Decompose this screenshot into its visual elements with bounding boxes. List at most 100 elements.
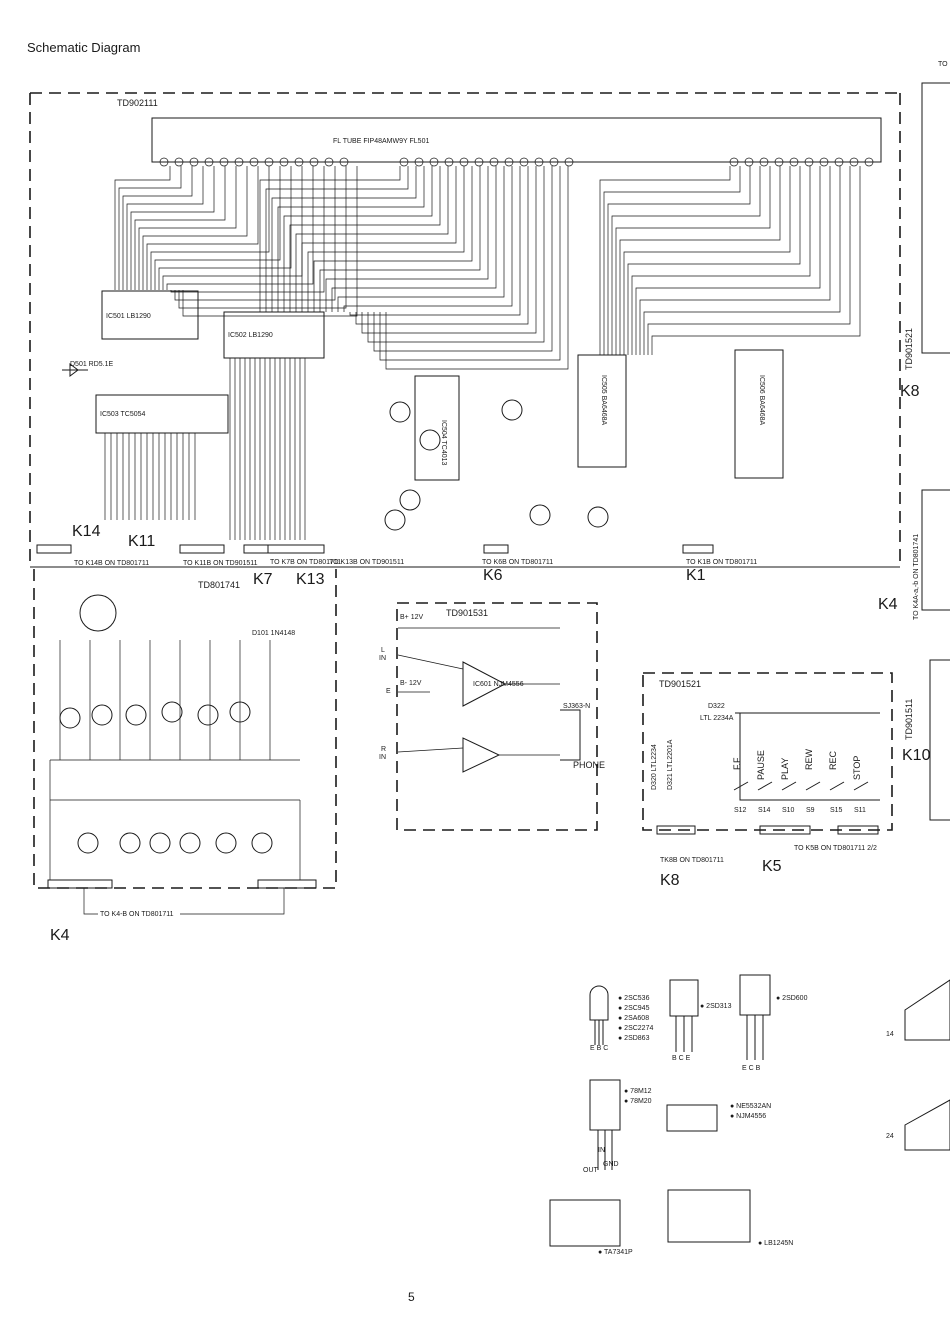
vplus-label: B+ 12V	[400, 614, 423, 621]
dip8-part: ● NE5532AN	[730, 1103, 771, 1110]
switch-ref: S10	[782, 807, 795, 814]
regulator-part: ● 78M20	[624, 1098, 652, 1105]
fl-pin	[444, 157, 454, 167]
fl-tube-label: FL TUBE FIP48AMW9Y FL501	[333, 138, 429, 145]
vminus-label: B- 12V	[400, 680, 422, 687]
to92-part: ● 2SA608	[618, 1015, 649, 1022]
dip-pin24: 24	[886, 1133, 894, 1140]
switch-ref: S12	[734, 807, 747, 814]
main-board-label: TD902111	[117, 98, 158, 108]
to92-part: ● 2SC945	[618, 1005, 650, 1012]
fl-pin	[744, 157, 754, 167]
fl-pin	[789, 157, 799, 167]
transistor	[384, 509, 406, 531]
switch-label-rew: REW	[804, 748, 814, 770]
connector-k7: K7	[253, 571, 273, 588]
transistor	[529, 504, 551, 526]
fl-pin	[774, 157, 784, 167]
switch-ref: S9	[806, 807, 815, 814]
key-board: TD801741 D101 1N4148 K4 TO K4-B ON TD801…	[33, 569, 337, 944]
fl-pin	[864, 157, 874, 167]
connector-k4-right: K4	[878, 596, 898, 613]
page-number: 5	[408, 1290, 415, 1304]
to92-part: ● 2SC2274	[618, 1025, 653, 1032]
switch-contact	[853, 781, 869, 791]
transistor	[419, 429, 441, 451]
ic601-label: IC601 NJM4556	[473, 681, 524, 688]
key-wires	[49, 640, 301, 880]
fl-pin	[819, 157, 829, 167]
ic503	[95, 394, 229, 434]
switch-contact	[733, 781, 749, 791]
page-title: Schematic Diagram	[27, 40, 141, 55]
transistor	[119, 832, 141, 854]
right-board2-label: TD901511	[904, 699, 914, 740]
ic502	[223, 311, 325, 359]
transistor	[587, 506, 609, 528]
transistor	[179, 832, 201, 854]
transistor	[389, 401, 411, 423]
switch-label-pause: PAUSE	[756, 750, 766, 780]
ic502-label: IC502 LB1290	[228, 332, 273, 339]
connector-k5: K5	[762, 858, 782, 875]
fl-pin	[174, 157, 184, 167]
transistor	[161, 701, 183, 723]
transistor	[91, 704, 113, 726]
led-d323: LTL 2234A	[700, 715, 734, 722]
fl-pin	[204, 157, 214, 167]
connector-k8-right: K8	[900, 383, 920, 400]
fl-tube	[151, 117, 882, 163]
ic504	[414, 375, 460, 481]
note-k6: TO K6B ON TD801711	[482, 559, 553, 566]
fl-pin	[849, 157, 859, 167]
led-d321: D321 LTL2201A	[667, 739, 674, 790]
transistor	[215, 832, 237, 854]
ic504-label: IC504 TC4013	[440, 420, 447, 466]
note-k14: TO K14B ON TD801711	[74, 560, 149, 567]
connector-k13: K13	[296, 571, 325, 588]
r-in-label: R	[381, 746, 386, 753]
switch-ref: S15	[830, 807, 843, 814]
transistor	[399, 489, 421, 511]
reg-gnd: GND	[603, 1161, 619, 1168]
to126-pins: E C B	[742, 1065, 761, 1072]
d101-label: D101 1N4148	[252, 630, 295, 637]
fl-pin	[234, 157, 244, 167]
fl-pin	[249, 157, 259, 167]
dip8-part: ● NJM4556	[730, 1113, 766, 1120]
l-in-label2: IN	[379, 655, 386, 662]
headphone-board: TD901531 B+ 12V B- 12V L IN R IN E IC601…	[379, 602, 605, 831]
dip-pin14: 14	[886, 1031, 894, 1038]
switch-ref: S14	[758, 807, 771, 814]
note-k8: TK8B ON TD801711	[660, 857, 724, 864]
fl-pin	[399, 157, 409, 167]
fl-pin	[834, 157, 844, 167]
fl-pin	[534, 157, 544, 167]
fl-pin	[759, 157, 769, 167]
to92-part: ● 2SD863	[618, 1035, 650, 1042]
fl-pin	[489, 157, 499, 167]
connector-k14: K14	[72, 523, 101, 540]
fl-pin	[804, 157, 814, 167]
fl-pin	[429, 157, 439, 167]
fl-pin	[729, 157, 739, 167]
reg-out: OUT	[583, 1167, 599, 1174]
to220-part: ● 2SD313	[700, 1003, 732, 1010]
to220-pins: B C E	[672, 1055, 691, 1062]
fl-pin	[279, 157, 289, 167]
note-k7: TO K7B ON TD801711	[270, 559, 341, 566]
reg-in: IN	[598, 1147, 605, 1154]
phone-jack-label: SJ363-N	[563, 703, 590, 710]
transistor	[501, 399, 523, 421]
package-outlines: E B C B C E E C B	[549, 974, 950, 1247]
fl-pin	[564, 157, 574, 167]
connector-k10: K10	[902, 747, 931, 764]
transistor	[125, 704, 147, 726]
fl-pin	[294, 157, 304, 167]
fl-pin	[549, 157, 559, 167]
d501-label: D501 RD5.1E	[70, 361, 114, 368]
fl-pin	[309, 157, 319, 167]
wiring-bus	[104, 166, 861, 540]
led-d320: D320 LTL2234	[651, 744, 658, 790]
fl-pin	[519, 157, 529, 167]
